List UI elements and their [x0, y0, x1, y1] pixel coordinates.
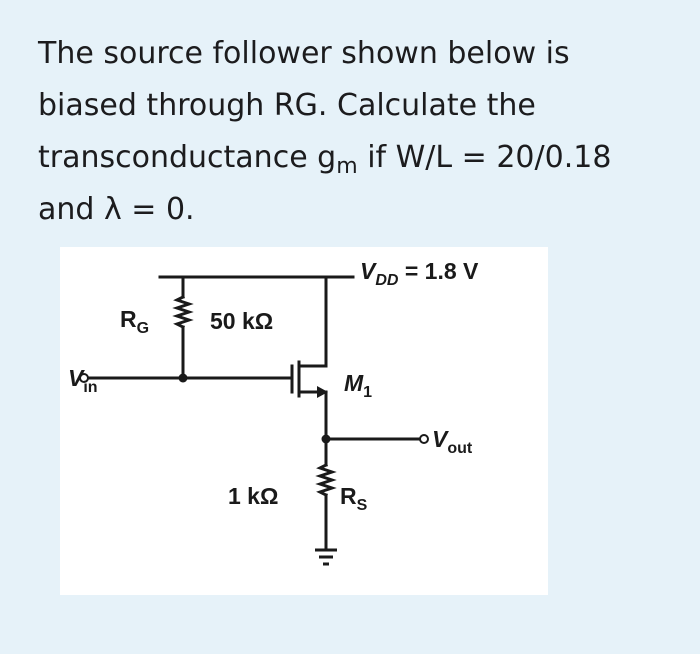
ground-icon [315, 548, 337, 566]
rg-label: RG [120, 306, 149, 337]
gm-prefix: transconductance g [38, 140, 337, 175]
source-junction-dot [321, 434, 331, 444]
question-line-4: and λ = 0. [38, 192, 195, 227]
question-line-3: transconductance gm if W/L = 20/0.18 [38, 132, 678, 184]
rg-value-label: 50 kΩ [210, 308, 273, 334]
rs-label: RS [340, 483, 368, 514]
source-follower-schematic: VDD = 1.8 V RG 50 kΩ Vin M1 Vout 1 kΩ RS [68, 258, 479, 566]
gate-junction-dot [178, 373, 188, 383]
rg-resistor-icon [172, 294, 194, 330]
vdd-label: VDD = 1.8 V [360, 258, 479, 289]
vout-terminal [419, 434, 429, 444]
wl-condition: if W/L = 20/0.18 [357, 140, 612, 175]
question-text: The source follower shown below is biase… [38, 28, 678, 236]
gm-subscript: m [336, 154, 358, 179]
source-arrow-icon [317, 386, 328, 398]
rs-value-label: 1 kΩ [228, 483, 278, 509]
question-line-1: The source follower shown below is [38, 36, 570, 71]
m1-label: M1 [344, 370, 372, 401]
question-line-2: biased through RG. Calculate the [38, 88, 536, 123]
circuit-diagram: VDD = 1.8 V RG 50 kΩ Vin M1 Vout 1 kΩ RS [60, 247, 548, 595]
vin-terminal [79, 373, 89, 383]
vout-label: Vout [432, 426, 473, 457]
vin-label: Vin [68, 365, 98, 396]
rs-resistor-icon [315, 462, 337, 498]
